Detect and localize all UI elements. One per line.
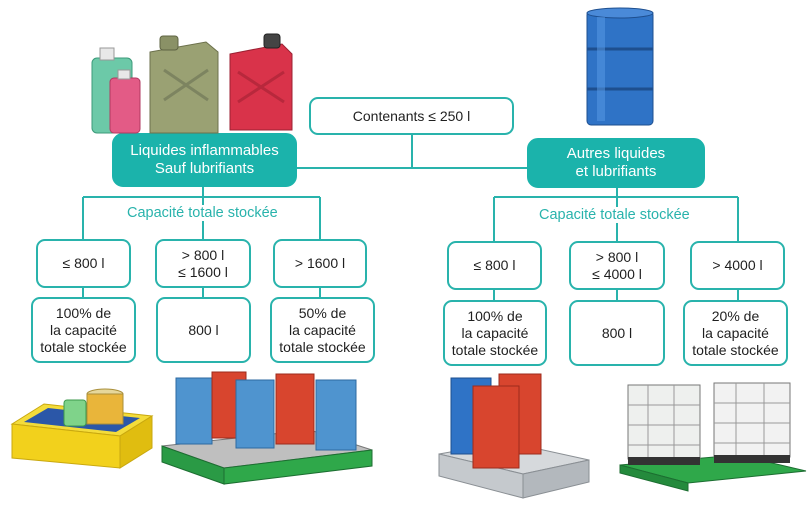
yellow-retention-tray-illustration xyxy=(10,388,154,469)
tray-icon xyxy=(10,388,154,469)
green-drum-retention-tray-illustration xyxy=(161,371,373,485)
left-condition-2: > 800 l ≤ 1600 l xyxy=(155,239,251,288)
left-requirement-3: 50% de la capacité totale stockée xyxy=(270,297,375,363)
drum-icon xyxy=(586,7,654,126)
ibc-icon xyxy=(619,382,807,492)
left-header-label: Liquides inflammables Sauf lubrifiants xyxy=(130,142,279,177)
left-condition-1: ≤ 800 l xyxy=(36,239,131,288)
galvanized-drum-retention-tray-illustration xyxy=(438,373,590,499)
tray-icon xyxy=(161,371,373,485)
left-section-label: Capacité totale stockée xyxy=(124,205,281,221)
right-condition-2: > 800 l ≤ 4000 l xyxy=(569,241,665,290)
tray-icon xyxy=(438,373,590,499)
right-condition-1: ≤ 800 l xyxy=(447,241,542,290)
root-label: Contenants ≤ 250 l xyxy=(352,107,471,124)
left-header-node: Liquides inflammables Sauf lubrifiants xyxy=(112,133,297,187)
right-section-label: Capacité totale stockée xyxy=(536,207,693,223)
ibc-retention-tray-illustration xyxy=(619,382,807,492)
jerrycans-illustration xyxy=(91,33,293,134)
right-header-node: Autres liquides et lubrifiants xyxy=(527,138,705,188)
blue-drum-illustration xyxy=(586,7,654,126)
left-requirement-1: 100% de la capacité totale stockée xyxy=(31,297,136,363)
left-requirement-2: 800 l xyxy=(156,297,251,363)
right-condition-3: > 4000 l xyxy=(690,241,785,290)
right-requirement-2: 800 l xyxy=(569,300,665,366)
left-condition-3: > 1600 l xyxy=(273,239,367,288)
right-requirement-3: 20% de la capacité totale stockée xyxy=(683,300,788,366)
root-node: Contenants ≤ 250 l xyxy=(309,97,514,135)
right-header-label: Autres liquides et lubrifiants xyxy=(566,145,666,180)
jerrycan-icon xyxy=(91,33,293,134)
right-requirement-1: 100% de la capacité totale stockée xyxy=(443,300,547,366)
